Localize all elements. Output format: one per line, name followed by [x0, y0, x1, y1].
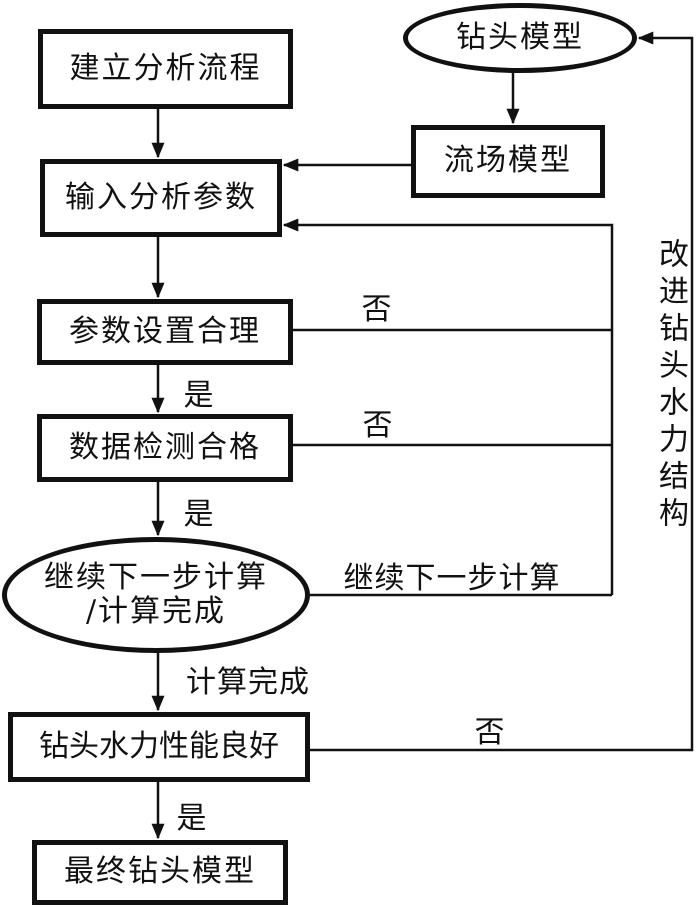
- node-continue-or-complete-line2: /计算完成: [85, 594, 227, 629]
- node-flow-field-model: 流场模型: [411, 125, 605, 198]
- node-flow-field-model-label: 流场模型: [444, 143, 572, 179]
- node-continue-or-complete-line1: 继续下一步计算: [44, 559, 268, 595]
- node-final-drill-model: 最终钻头模型: [32, 840, 288, 905]
- node-establish-process-label: 建立分析流程: [69, 50, 262, 86]
- edge-label-hydraulic-yes: 是: [176, 801, 208, 836]
- node-input-analysis-params: 输入分析参数: [40, 159, 282, 237]
- edge-label-params-no: 否: [361, 292, 393, 327]
- node-input-analysis-params-label: 输入分析参数: [65, 179, 257, 215]
- edge-label-data-yes: 是: [183, 497, 215, 532]
- node-final-drill-model-label: 最终钻头模型: [64, 854, 256, 890]
- edge-label-data-no: 否: [362, 408, 394, 443]
- edge-label-params-yes: 是: [183, 378, 215, 413]
- edge-label-improve-loop: 改进钻头水力结构: [653, 238, 688, 534]
- node-continue-or-complete: 继续下一步计算 /计算完成: [2, 537, 310, 653]
- node-drill-model-label: 钻头模型: [456, 19, 584, 55]
- node-drill-model: 钻头模型: [403, 3, 637, 73]
- node-params-reasonable: 参数设置合理: [37, 299, 293, 365]
- node-params-reasonable-label: 参数设置合理: [69, 313, 261, 349]
- edge-label-calc-complete: 计算完成: [186, 665, 310, 700]
- edge-label-continue-branch: 继续下一步计算: [343, 561, 561, 596]
- node-data-qualified: 数据检测合格: [37, 414, 293, 482]
- node-hydraulic-performance-good: 钻头水力性能良好: [8, 712, 310, 782]
- edge-label-hydraulic-no: 否: [474, 715, 506, 750]
- node-hydraulic-performance-good-label: 钻头水力性能良好: [39, 728, 279, 764]
- node-establish-process: 建立分析流程: [38, 29, 293, 109]
- node-data-qualified-label: 数据检测合格: [69, 429, 261, 465]
